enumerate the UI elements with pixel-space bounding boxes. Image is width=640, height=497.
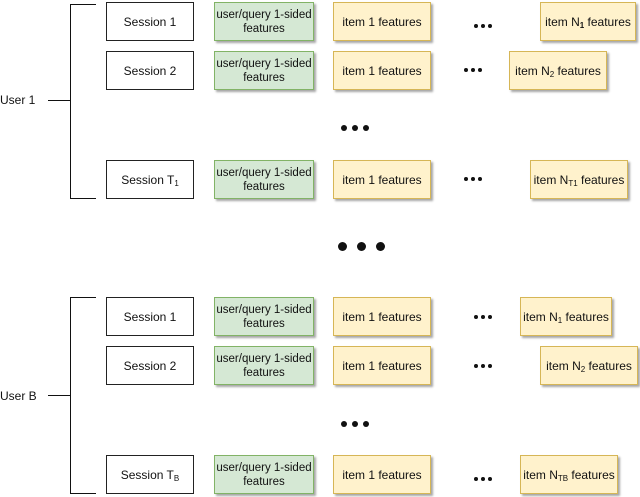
user-1-bracket-bottom	[70, 198, 96, 199]
session-box: Session TB	[106, 455, 194, 494]
item-1-features-box: item 1 features	[333, 297, 431, 336]
session-label: Session TB	[120, 467, 180, 483]
item-1-features-box: item 1 features	[333, 51, 431, 90]
session-box: Session 2	[106, 346, 194, 385]
ellipsis-dots	[464, 177, 482, 181]
ellipsis-dots	[474, 364, 492, 368]
query-features-label: user/query 1-sided features	[216, 166, 312, 193]
session-label: Session 2	[123, 358, 177, 373]
item-n-features-box: item N1 features	[540, 2, 636, 41]
ellipsis-dots	[474, 315, 492, 319]
session-label: Session 1	[123, 14, 177, 29]
item-1-features-label: item 1 features	[342, 309, 422, 324]
item-1-features-box: item 1 features	[333, 455, 431, 494]
item-n-features-box: item N2 features	[509, 51, 607, 90]
item-n-features-label: item N1 features	[545, 14, 631, 30]
item-n-features-box: item N1 features	[520, 297, 612, 336]
session-box: Session 2	[106, 51, 194, 90]
query-features-label: user/query 1-sided features	[216, 352, 312, 379]
ellipsis-dots	[341, 125, 369, 131]
query-features-box: user/query 1-sided features	[214, 346, 314, 385]
query-features-box: user/query 1-sided features	[214, 2, 314, 41]
query-features-box: user/query 1-sided features	[214, 297, 314, 336]
item-1-features-label: item 1 features	[342, 172, 422, 187]
query-features-label: user/query 1-sided features	[216, 303, 312, 330]
ellipsis-dots	[474, 477, 492, 481]
item-n-features-box: item NTB features	[520, 455, 618, 494]
item-1-features-box: item 1 features	[333, 2, 431, 41]
query-features-box: user/query 1-sided features	[214, 51, 314, 90]
session-box: Session T1	[106, 160, 194, 199]
user-b-bracket-spine	[70, 297, 71, 494]
ellipsis-dots	[341, 421, 369, 427]
item-1-features-box: item 1 features	[333, 160, 431, 199]
user-1-bracket-stub	[48, 100, 70, 101]
session-box: Session 1	[106, 2, 194, 41]
user-b-bracket-stub	[48, 395, 70, 396]
item-n-features-label: item NTB features	[523, 467, 615, 483]
user-1-bracket-spine	[70, 4, 71, 199]
query-features-box: user/query 1-sided features	[214, 160, 314, 199]
item-n-features-label: item N1 features	[523, 309, 609, 325]
item-n-features-label: item NT1 features	[533, 172, 625, 188]
ellipsis-dots	[474, 24, 492, 28]
item-1-features-label: item 1 features	[342, 358, 422, 373]
ellipsis-dots	[464, 68, 482, 72]
item-1-features-label: item 1 features	[342, 14, 422, 29]
session-box: Session 1	[106, 297, 194, 336]
item-n-features-box: item N2 features	[540, 346, 638, 385]
session-label: Session 2	[123, 63, 177, 78]
session-label: Session 1	[123, 309, 177, 324]
user-b-bracket-bottom	[70, 493, 96, 494]
item-1-features-box: item 1 features	[333, 346, 431, 385]
item-n-features-box: item NT1 features	[530, 160, 628, 199]
item-1-features-label: item 1 features	[342, 63, 422, 78]
user-1-label: User 1	[0, 93, 36, 107]
ellipsis-dots	[338, 242, 385, 251]
query-features-label: user/query 1-sided features	[216, 8, 312, 35]
user-b-label: User B	[0, 389, 37, 403]
item-n-features-label: item N2 features	[515, 63, 601, 79]
item-n-features-label: item N2 features	[546, 358, 632, 374]
user-1-bracket-top	[70, 4, 96, 5]
session-label: Session T1	[121, 172, 179, 188]
user-b-bracket-top	[70, 297, 96, 298]
query-features-label: user/query 1-sided features	[216, 57, 312, 84]
query-features-box: user/query 1-sided features	[214, 455, 314, 494]
item-1-features-label: item 1 features	[342, 467, 422, 482]
query-features-label: user/query 1-sided features	[216, 461, 312, 488]
